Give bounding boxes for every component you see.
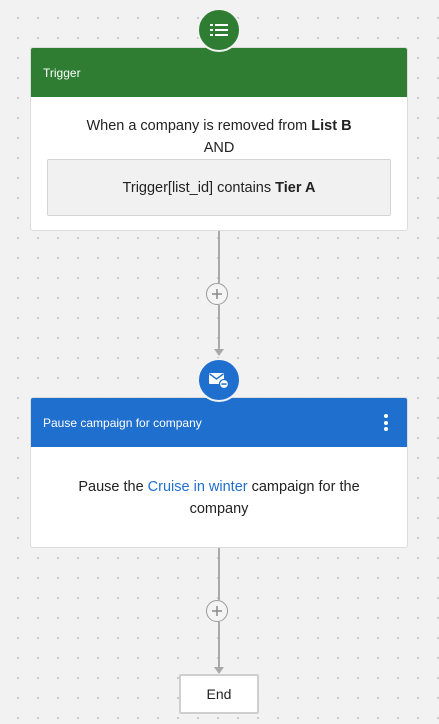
end-node: End — [179, 674, 259, 714]
trigger-node-icon — [197, 8, 241, 52]
connector-arrow — [214, 349, 224, 356]
list-icon — [210, 24, 228, 36]
action-text-prefix: Pause the — [78, 479, 148, 495]
action-card-header: Pause campaign for company — [31, 398, 407, 447]
action-title: Pause campaign for company — [43, 415, 202, 430]
more-options-icon[interactable] — [377, 412, 395, 434]
trigger-card[interactable]: Trigger When a company is removed from L… — [30, 47, 408, 231]
connector-line — [218, 622, 220, 667]
trigger-title: Trigger — [43, 65, 81, 80]
action-card[interactable]: Pause campaign for company Pause the Cru… — [30, 397, 408, 548]
connector-line — [218, 548, 220, 600]
action-text-suffix: campaign for the company — [189, 479, 360, 517]
plus-icon — [212, 606, 222, 616]
mail-pause-icon — [209, 373, 230, 389]
add-step-button[interactable] — [206, 283, 228, 305]
trigger-condition[interactable]: Trigger[list_id] contains Tier A — [47, 159, 391, 216]
action-node-icon — [197, 358, 241, 402]
trigger-description: When a company is removed from List B — [31, 115, 407, 137]
connector-line — [218, 231, 220, 283]
trigger-card-header: Trigger — [31, 48, 407, 97]
plus-icon — [212, 289, 222, 299]
end-label: End — [206, 686, 232, 702]
add-step-button[interactable] — [206, 600, 228, 622]
trigger-text: When a company is removed from — [86, 118, 312, 134]
connector-arrow — [214, 667, 224, 674]
campaign-link[interactable]: Cruise in winter — [147, 479, 248, 495]
trigger-list-name: List B — [311, 118, 352, 134]
condition-value: Tier A — [275, 179, 316, 196]
action-card-body: Pause the Cruise in winter campaign for … — [31, 447, 407, 520]
trigger-operator: AND — [203, 140, 235, 156]
connector-line — [218, 305, 220, 349]
condition-text: Trigger[list_id] contains — [122, 179, 276, 196]
trigger-card-body: When a company is removed from List B AN… — [31, 97, 407, 216]
